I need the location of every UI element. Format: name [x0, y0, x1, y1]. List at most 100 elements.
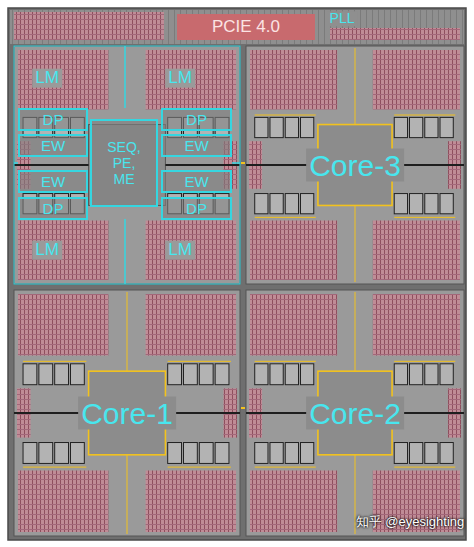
- sram-array: [146, 471, 236, 533]
- sram-array: [250, 471, 337, 533]
- unit-label: DP: [186, 200, 207, 217]
- sram-array: [146, 294, 236, 356]
- yellow-trace: [355, 292, 356, 371]
- unit-box: EW: [161, 170, 232, 193]
- logic-tile: [55, 443, 69, 464]
- yellow-trace: [255, 217, 316, 218]
- logic-tile: [440, 194, 453, 214]
- unit-label: DP: [43, 111, 64, 128]
- logic-tile: [199, 443, 213, 464]
- region-divider: [124, 46, 126, 108]
- logic-tile: [71, 443, 85, 464]
- io-cells: [14, 12, 164, 40]
- logic-tile: [270, 443, 283, 464]
- yellow-trace: [355, 205, 356, 282]
- logic-tile: [255, 364, 268, 385]
- sram-array: [146, 50, 236, 110]
- sram-array: [373, 221, 460, 281]
- logic-tile: [425, 117, 438, 137]
- logic-tile: [285, 117, 298, 137]
- logic-tile: [301, 364, 314, 385]
- region-divider: [232, 162, 240, 164]
- io-block: PCIE 4.0: [177, 14, 315, 40]
- unit-label: EW: [184, 173, 208, 190]
- logic-tile: [270, 364, 283, 385]
- logic-tile: [71, 364, 85, 385]
- core-label: Core-1: [78, 397, 176, 430]
- bus-line: [165, 164, 240, 166]
- logic-tile: [215, 364, 229, 385]
- memory-label: LM: [32, 69, 62, 88]
- sram-array: [18, 221, 108, 281]
- logic-tile: [410, 117, 423, 137]
- logic-tile: [394, 194, 407, 214]
- io-strip: [10, 10, 464, 44]
- logic-tile: [184, 443, 198, 464]
- yellow-trace: [355, 48, 356, 125]
- bus-line: [165, 412, 240, 414]
- logic-tile: [255, 194, 268, 214]
- sram-array: [18, 50, 108, 110]
- logic-tile: [168, 443, 182, 464]
- logic-tile: [410, 194, 423, 214]
- logic-tile: [410, 364, 423, 385]
- logic-tile: [425, 194, 438, 214]
- core-label: Core-2: [306, 397, 404, 430]
- logic-tile: [410, 443, 423, 464]
- control-box: SEQ, PE, ME: [90, 119, 158, 207]
- core-block: [246, 46, 464, 284]
- block-label: PLL: [327, 11, 358, 26]
- sram-array: [373, 50, 460, 110]
- yellow-trace: [355, 455, 356, 534]
- region-divider: [124, 219, 126, 284]
- yellow-trace: [168, 361, 231, 362]
- logic-tile: [440, 364, 453, 385]
- yellow-trace: [394, 217, 455, 218]
- yellow-trace: [23, 467, 86, 468]
- unit-box: DP: [161, 108, 232, 131]
- unit-label: EW: [41, 173, 65, 190]
- core-ground: [14, 290, 240, 536]
- logic-tile: [394, 364, 407, 385]
- yellow-trace: [255, 467, 316, 468]
- die-art: [8, 8, 466, 540]
- core-block: [246, 290, 464, 536]
- logic-tile: [301, 194, 314, 214]
- logic-tile: [394, 117, 407, 137]
- logic-tile: [425, 443, 438, 464]
- sram-array: [373, 294, 460, 356]
- unit-label: EW: [184, 137, 208, 154]
- watermark: 知乎 @eyesighting: [353, 515, 468, 529]
- unit-box: DP: [18, 197, 88, 220]
- logic-tile: [184, 364, 198, 385]
- yellow-trace: [23, 361, 86, 362]
- logic-tile: [440, 443, 453, 464]
- unit-label: PCIE 4.0: [212, 17, 280, 37]
- logic-tile: [199, 364, 213, 385]
- logic-tile: [255, 117, 268, 137]
- sram-array: [250, 221, 337, 281]
- memory-label: LM: [165, 69, 195, 88]
- unit-label: SEQ, PE, ME: [102, 139, 146, 187]
- yellow-trace: [127, 455, 128, 534]
- logic-tile: [285, 364, 298, 385]
- unit-box: DP: [18, 108, 88, 131]
- yellow-trace: [394, 467, 455, 468]
- logic-tile: [39, 443, 53, 464]
- core-ground: [14, 46, 240, 284]
- logic-tile: [55, 364, 69, 385]
- region-divider: [14, 162, 18, 164]
- logic-tile: [270, 117, 283, 137]
- logic-tile: [285, 194, 298, 214]
- unit-box: EW: [18, 134, 88, 157]
- io-cells: [330, 28, 460, 40]
- memory-label: LM: [165, 241, 195, 260]
- unit-label: EW: [41, 137, 65, 154]
- logic-tile: [255, 443, 268, 464]
- logic-tile: [285, 443, 298, 464]
- yellow-trace: [255, 115, 316, 116]
- memory-label: LM: [32, 241, 62, 260]
- logic-tile: [440, 117, 453, 137]
- core-ground: [246, 46, 464, 284]
